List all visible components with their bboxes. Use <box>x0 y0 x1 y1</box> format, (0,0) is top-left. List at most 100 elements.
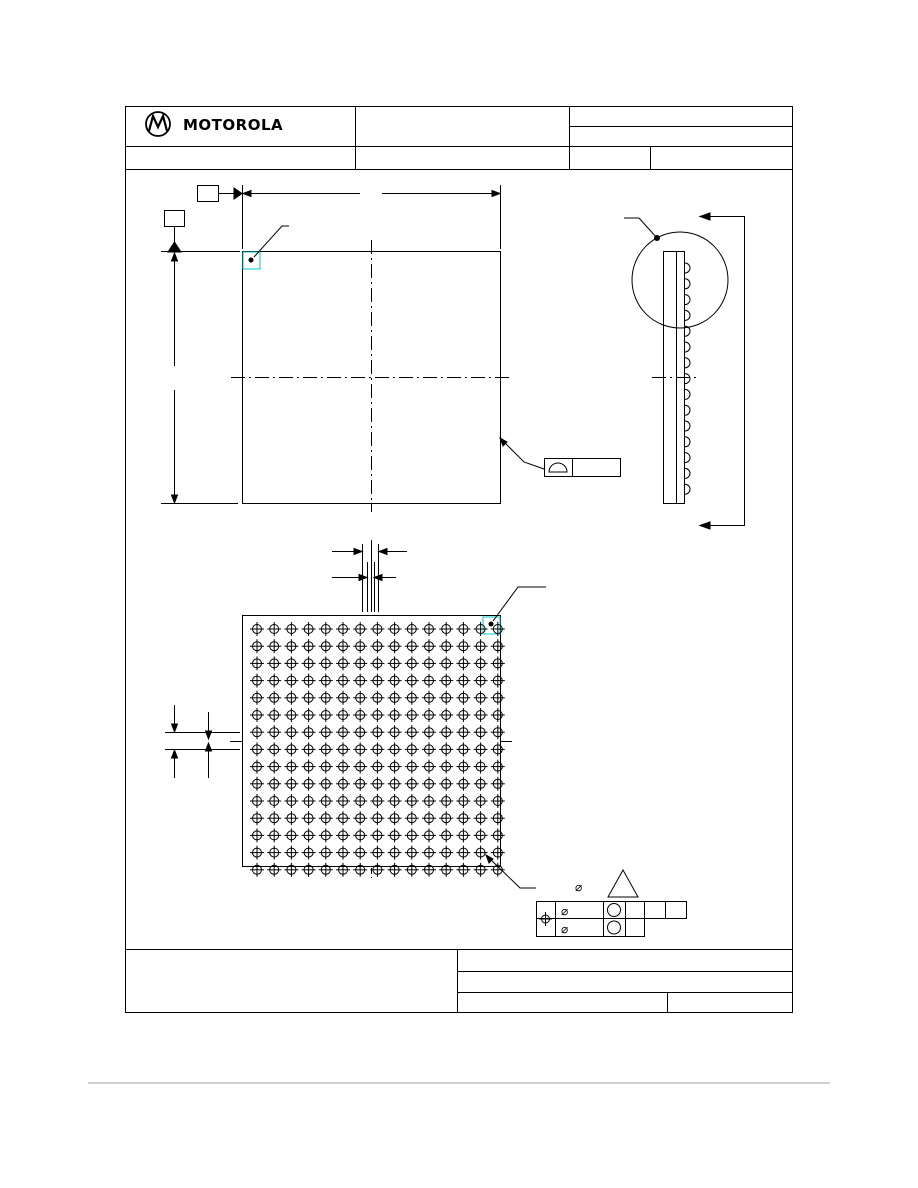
feature-control-frame <box>536 868 687 937</box>
solder-ball <box>284 639 299 654</box>
solder-ball <box>267 828 282 843</box>
solder-ball <box>267 725 282 740</box>
datum-box-left <box>164 210 185 227</box>
solder-ball <box>370 708 385 722</box>
side-solder-ball <box>684 262 691 274</box>
solder-ball <box>370 639 385 654</box>
mmc-modifier-icon <box>607 903 621 917</box>
solder-ball <box>404 794 419 808</box>
motorola-batwing-logo-icon <box>145 111 171 137</box>
side-solder-ball <box>684 420 691 432</box>
solder-ball <box>422 845 436 860</box>
solder-ball <box>473 708 488 722</box>
solder-ball <box>318 708 333 722</box>
solder-ball <box>250 656 264 671</box>
solder-ball <box>387 725 402 740</box>
solder-ball <box>404 811 419 826</box>
motorola-logo: MOTOROLA <box>145 111 283 137</box>
solder-ball <box>336 656 350 671</box>
solder-ball <box>353 708 368 722</box>
solder-ball <box>353 690 368 705</box>
solder-ball <box>250 708 264 722</box>
solder-ball <box>473 862 488 877</box>
solder-ball <box>267 742 282 757</box>
solder-ball <box>473 811 488 826</box>
solder-ball <box>301 690 316 705</box>
solder-ball <box>456 811 471 826</box>
package-body-bottom <box>242 615 501 867</box>
solder-ball <box>439 862 454 877</box>
solder-ball <box>336 845 350 860</box>
detail-circle <box>631 231 729 329</box>
solder-ball <box>456 828 471 843</box>
solder-ball <box>387 845 402 860</box>
surface-callout-leader <box>499 437 545 470</box>
solder-ball <box>284 742 299 757</box>
solder-ball <box>284 656 299 671</box>
solder-ball <box>490 622 505 636</box>
solder-ball <box>267 759 282 774</box>
side-solder-ball <box>684 483 691 495</box>
solder-ball <box>387 656 402 671</box>
side-solder-ball <box>684 388 691 400</box>
solder-ball <box>456 862 471 877</box>
solder-ball <box>473 845 488 860</box>
solder-ball <box>404 656 419 671</box>
solder-ball <box>318 673 333 688</box>
solder-ball <box>439 622 454 636</box>
diameter-symbol-callout: ⌀ <box>575 880 582 894</box>
solder-ball <box>370 811 385 826</box>
solder-ball <box>473 759 488 774</box>
solder-ball <box>370 656 385 671</box>
solder-ball <box>490 639 505 654</box>
solder-ball <box>422 742 436 757</box>
side-solder-ball <box>684 373 691 385</box>
solder-ball <box>422 708 436 722</box>
solder-ball <box>490 673 505 688</box>
solder-ball <box>404 708 419 722</box>
solder-ball <box>284 794 299 808</box>
solder-ball <box>456 759 471 774</box>
solder-ball <box>250 862 264 877</box>
side-solder-ball <box>684 467 691 479</box>
top-view <box>161 185 621 512</box>
solder-ball <box>490 794 505 808</box>
solder-ball <box>250 759 264 774</box>
solder-ball <box>473 673 488 688</box>
pin1-leader <box>253 225 289 258</box>
section-line <box>702 216 745 526</box>
solder-ball <box>370 622 385 636</box>
solder-ball <box>284 862 299 877</box>
side-solder-ball <box>684 294 691 306</box>
solder-ball <box>353 622 368 636</box>
solder-ball <box>301 725 316 740</box>
side-solder-ball <box>684 404 691 416</box>
solder-ball <box>490 725 505 740</box>
solder-ball <box>370 828 385 843</box>
solder-ball <box>284 759 299 774</box>
solder-ball <box>336 639 350 654</box>
solder-ball <box>301 742 316 757</box>
triangle-note-flag-icon <box>607 868 639 898</box>
company-name: MOTOROLA <box>183 116 283 134</box>
solder-ball <box>336 811 350 826</box>
solder-ball <box>422 794 436 808</box>
solder-ball <box>439 690 454 705</box>
solder-ball <box>250 639 264 654</box>
solder-ball <box>422 776 436 791</box>
solder-ball <box>284 845 299 860</box>
solder-ball <box>404 862 419 877</box>
solder-ball <box>353 742 368 757</box>
solder-ball <box>422 673 436 688</box>
solder-ball <box>439 673 454 688</box>
solder-ball <box>490 708 505 722</box>
drawing-frame <box>125 106 793 1013</box>
solder-ball <box>267 622 282 636</box>
solder-ball <box>456 690 471 705</box>
solder-ball <box>473 725 488 740</box>
solder-ball <box>336 794 350 808</box>
solder-ball <box>456 708 471 722</box>
solder-ball <box>473 794 488 808</box>
solder-ball <box>284 673 299 688</box>
side-solder-ball <box>684 309 691 321</box>
